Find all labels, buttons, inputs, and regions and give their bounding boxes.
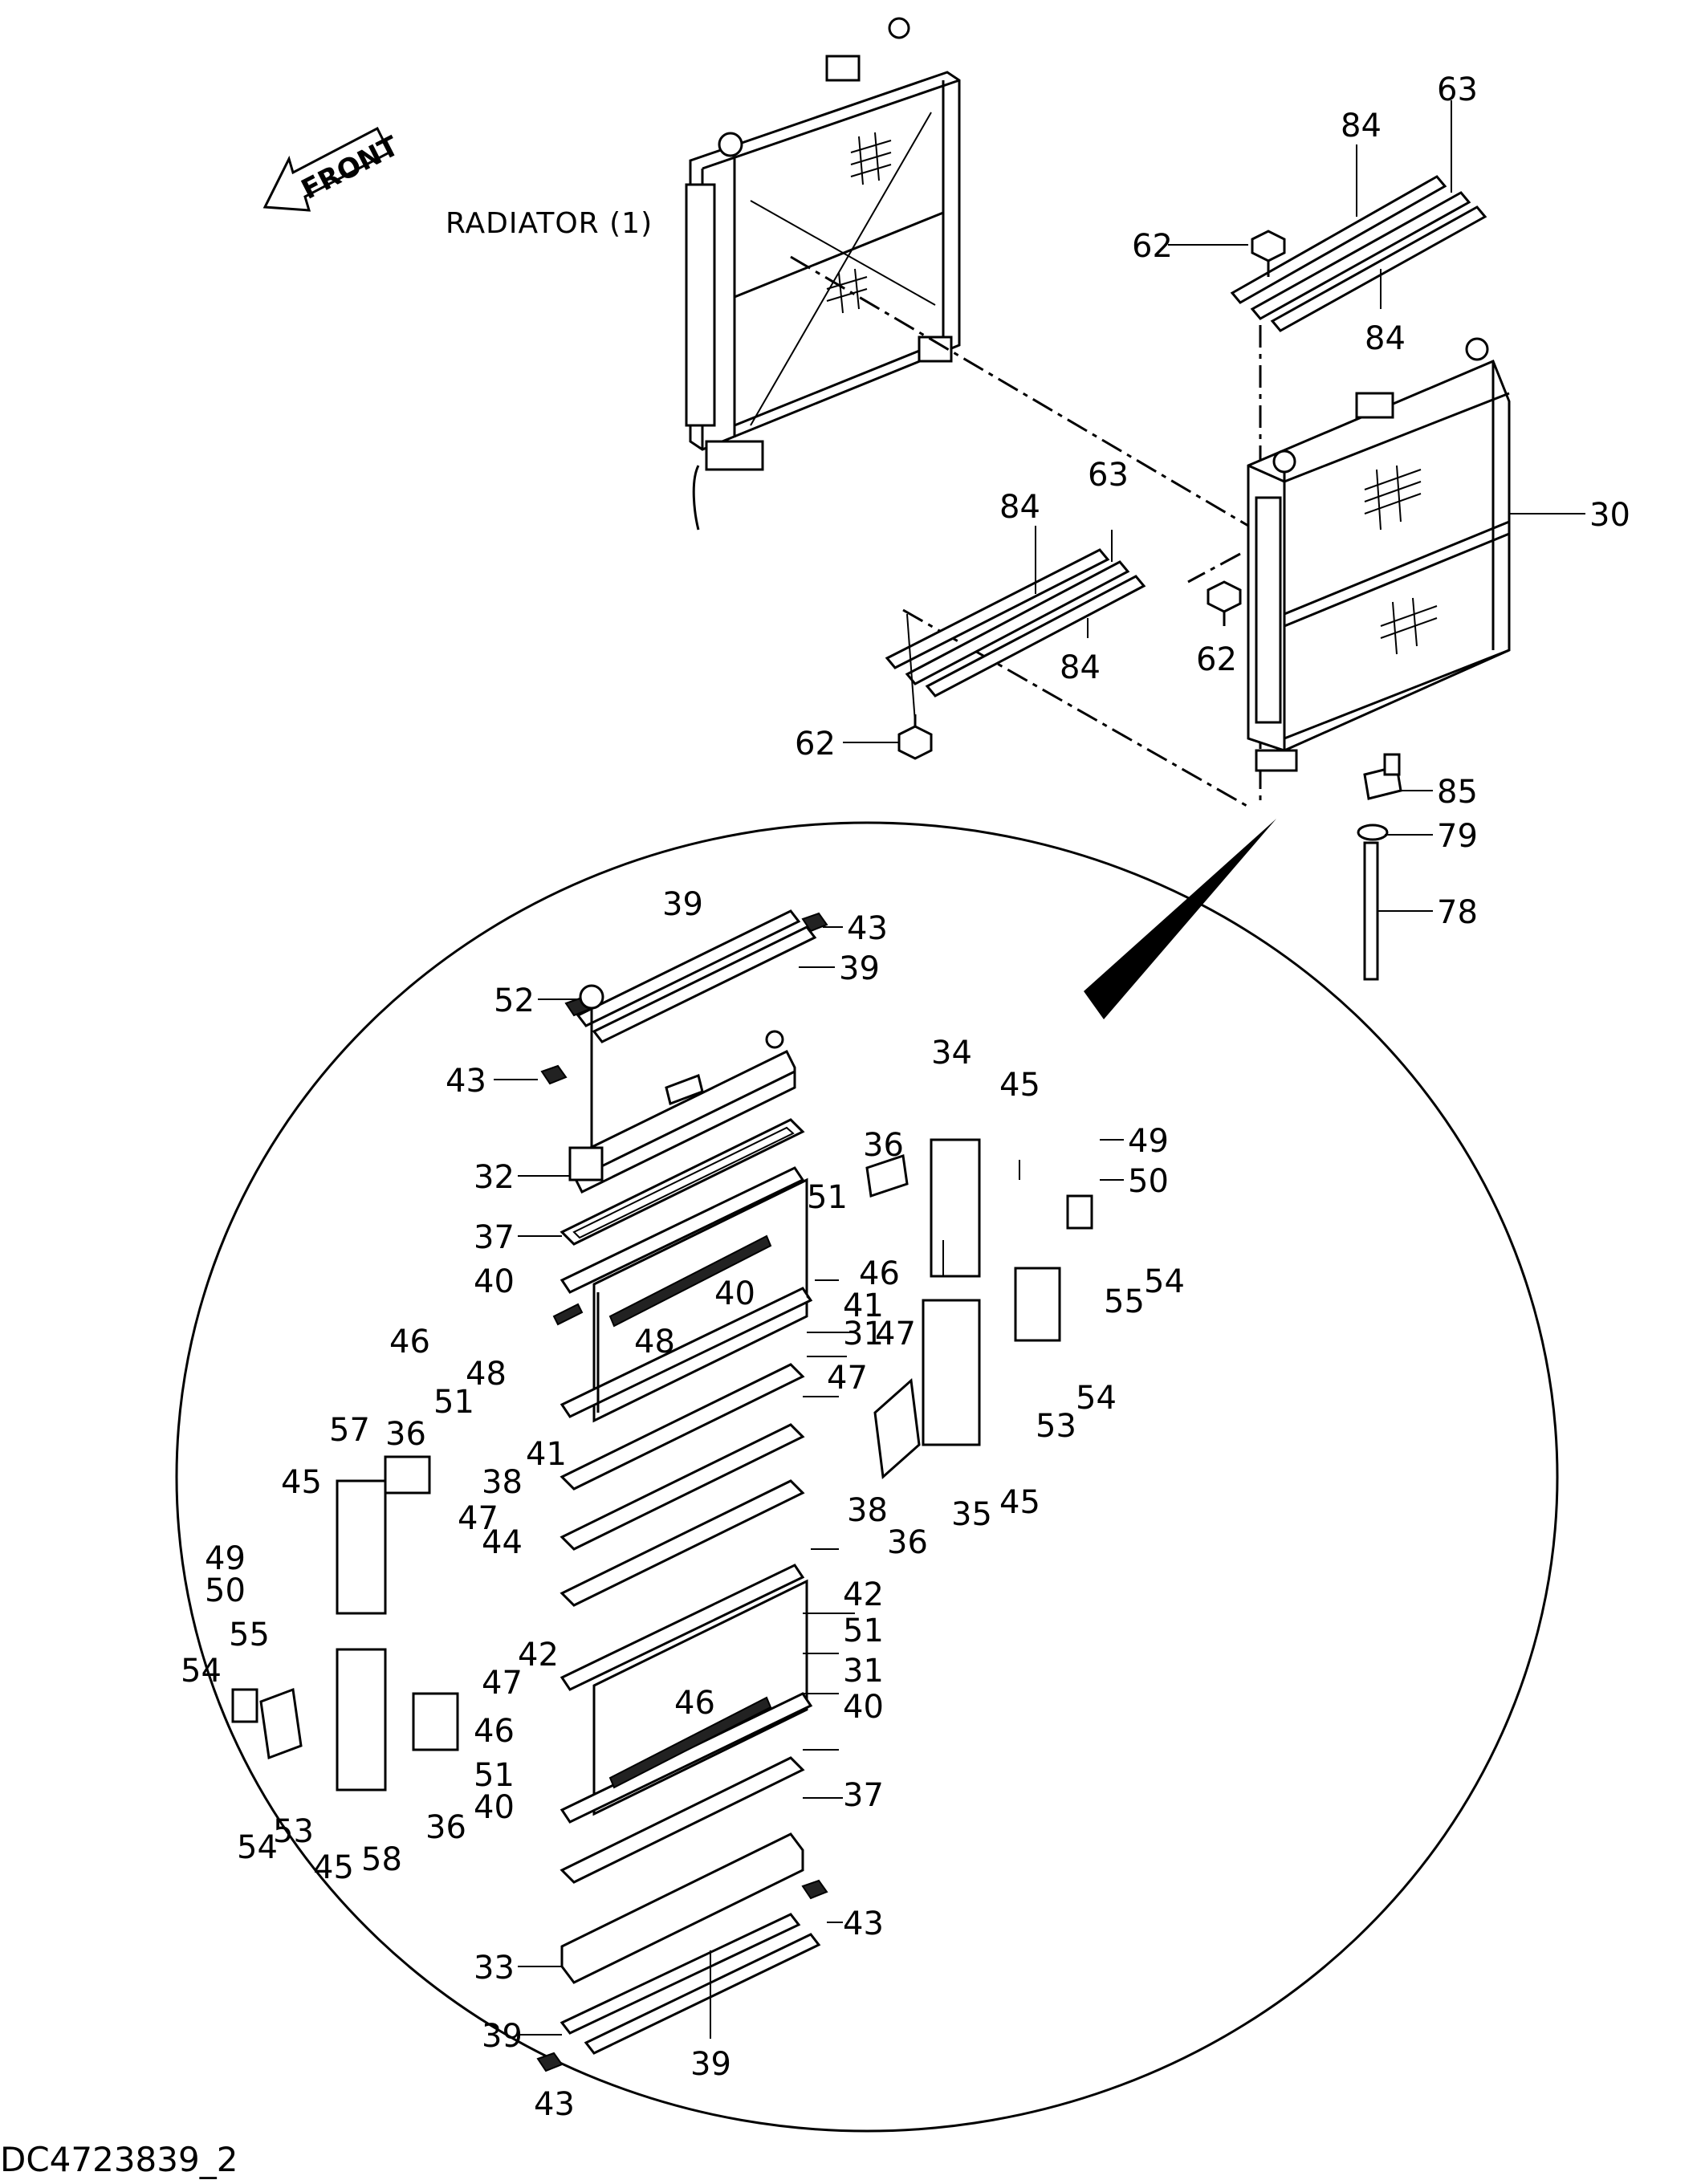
callout-41: 41: [526, 1436, 567, 1473]
callout-47: 47: [482, 1665, 523, 1702]
callout-53: 53: [1036, 1408, 1076, 1445]
detail-parts: [231, 909, 1093, 2072]
bottom-rails: [885, 548, 1146, 723]
callout-54: 54: [1076, 1380, 1117, 1417]
callout-58: 58: [361, 1841, 402, 1878]
callout-78: 78: [1437, 894, 1478, 931]
callout-51: 51: [433, 1384, 474, 1421]
callout-52: 52: [494, 982, 535, 1019]
callout-38: 38: [482, 1464, 523, 1501]
callout-38: 38: [847, 1492, 888, 1529]
callout-51: 51: [843, 1613, 884, 1649]
callout-45: 45: [999, 1484, 1040, 1521]
callout-57: 57: [329, 1412, 370, 1449]
callout-43: 43: [847, 910, 888, 947]
callout-84: 84: [1365, 320, 1406, 357]
callout-35: 35: [951, 1496, 992, 1533]
callout-45: 45: [313, 1849, 354, 1886]
callout-39: 39: [482, 2018, 523, 2055]
callout-62: 62: [1132, 228, 1173, 265]
callout-51: 51: [807, 1179, 848, 1216]
front-arrow: FRONT: [262, 126, 405, 212]
callout-84: 84: [1060, 649, 1101, 686]
callout-43: 43: [446, 1063, 486, 1100]
callout-62: 62: [795, 726, 836, 763]
callout-36: 36: [863, 1127, 904, 1164]
drawing-code: DC4723839_2: [0, 2140, 238, 2179]
callout-39: 39: [690, 2046, 731, 2083]
callout-39: 39: [662, 886, 703, 923]
radiator-label: RADIATOR (1): [446, 207, 653, 240]
callout-47: 47: [875, 1316, 916, 1352]
callout-30: 30: [1589, 497, 1630, 534]
callout-36: 36: [425, 1809, 466, 1846]
callout-42: 42: [843, 1576, 884, 1613]
top-rails: [1230, 175, 1487, 332]
callout-46: 46: [474, 1713, 515, 1750]
callout-46: 46: [674, 1685, 715, 1722]
callout-36: 36: [385, 1416, 426, 1453]
bolt-62-set: [897, 230, 1286, 760]
callout-55: 55: [1104, 1283, 1145, 1320]
radiator-assembly: [685, 17, 961, 531]
callout-43: 43: [843, 1905, 884, 1942]
leader-lines: [494, 100, 1585, 2039]
callout-63: 63: [1437, 71, 1478, 108]
callout-40: 40: [474, 1263, 515, 1300]
callout-37: 37: [843, 1777, 884, 1814]
callout-41: 41: [843, 1287, 884, 1324]
detail-enclosure: [175, 819, 1559, 2133]
callout-31: 31: [843, 1653, 884, 1690]
callout-62: 62: [1196, 641, 1237, 678]
callout-63: 63: [1088, 457, 1129, 494]
callout-42: 42: [518, 1637, 559, 1674]
callout-40: 40: [714, 1275, 755, 1312]
callout-32: 32: [474, 1159, 515, 1196]
callout-47: 47: [458, 1500, 498, 1537]
callout-31: 31: [843, 1316, 884, 1352]
callout-49: 49: [1128, 1123, 1169, 1160]
callout-33: 33: [474, 1950, 515, 1987]
callout-39: 39: [839, 950, 880, 987]
callout-43: 43: [534, 2086, 575, 2123]
callout-47: 47: [827, 1360, 868, 1397]
callout-84: 84: [1341, 108, 1382, 144]
callout-48: 48: [466, 1356, 507, 1393]
callout-34: 34: [931, 1035, 972, 1072]
callout-55: 55: [229, 1617, 270, 1653]
callout-84: 84: [999, 489, 1040, 526]
callout-50: 50: [205, 1572, 246, 1609]
callout-51: 51: [474, 1757, 515, 1794]
callout-54: 54: [237, 1829, 278, 1866]
callout-48: 48: [634, 1324, 675, 1360]
callout-53: 53: [273, 1813, 314, 1850]
callout-45: 45: [281, 1464, 322, 1501]
callouts: 63 84 62 84 30 84 63 62 84 62 85 79 78 3…: [181, 71, 1630, 2123]
callout-79: 79: [1437, 818, 1478, 855]
callout-50: 50: [1128, 1163, 1169, 1200]
callout-54: 54: [1144, 1263, 1185, 1300]
guide-lines: [790, 255, 1262, 808]
callout-40: 40: [843, 1689, 884, 1726]
callout-44: 44: [482, 1524, 523, 1561]
callout-85: 85: [1437, 774, 1478, 811]
callout-40: 40: [474, 1789, 515, 1826]
radiator-core: [1247, 337, 1511, 772]
callout-46: 46: [389, 1324, 430, 1360]
callout-46: 46: [859, 1255, 900, 1292]
callout-36: 36: [887, 1524, 928, 1561]
drain-parts: [1357, 753, 1402, 981]
callout-49: 49: [205, 1540, 246, 1577]
callout-54: 54: [181, 1653, 222, 1690]
callout-37: 37: [474, 1219, 515, 1256]
callout-45: 45: [999, 1067, 1040, 1104]
